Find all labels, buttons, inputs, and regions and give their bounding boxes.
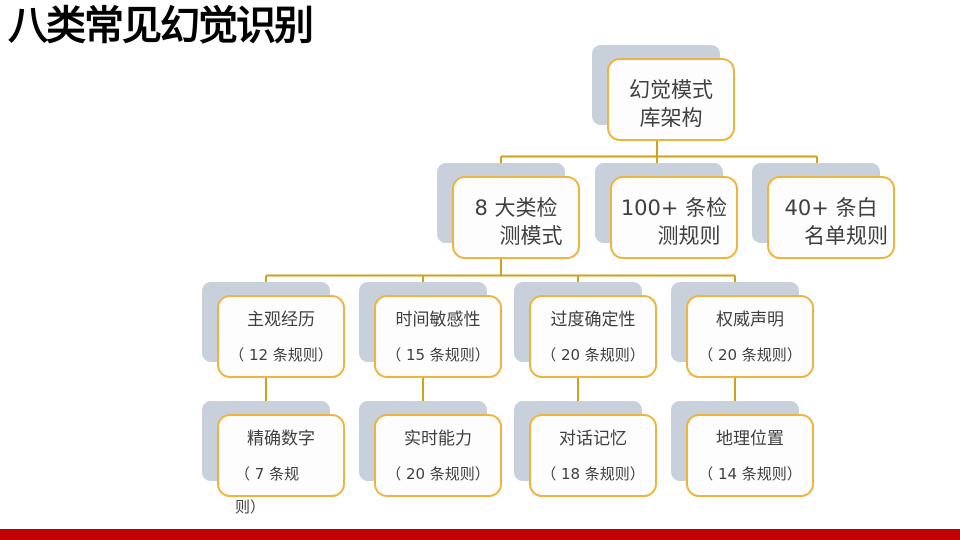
node-card: 幻觉模式 库架构 [607,58,735,141]
node-title: 主观经历 [247,310,315,330]
node-line: 8 大类检 [474,196,558,220]
node-8-category-patterns: 8 大类检 测模式 [437,163,582,261]
node-card: 8 大类检 测模式 [452,176,580,259]
node-overconfidence: 过度确定性 （ 20 条规则） [514,282,659,380]
node-rule-count: （ 20 条规则） [386,465,490,483]
node-line: 100+ 条检 [620,196,728,220]
node-card: 40+ 条白 名单规则 [767,176,895,259]
node-rule-count-overflow: 则） [235,498,266,516]
node-card: 实时能力 （ 20 条规则） [374,414,502,497]
node-title: 权威声明 [716,310,784,330]
node-title: 时间敏感性 [395,310,481,330]
node-card: 对话记忆 （ 18 条规则） [529,414,657,497]
node-card: 权威声明 （ 20 条规则） [686,295,814,378]
node-rule-count: （ 20 条规则） [541,346,645,364]
node-card: 精确数字 （ 7 条规 则） [217,414,345,516]
node-rule-count: （ 15 条规则） [386,346,490,364]
node-card: 主观经历 （ 12 条规则） [217,295,345,378]
node-precise-numbers: 精确数字 （ 7 条规 则） [202,401,347,516]
footer-bar [0,529,960,540]
node-line: 测模式 [499,224,563,248]
node-card: 100+ 条检 测规则 [610,176,738,259]
node-line: 幻觉模式 [629,78,713,102]
node-card: 过度确定性 （ 20 条规则） [529,295,657,378]
node-root: 幻觉模式 库架构 [592,45,737,143]
node-line: 40+ 条白 [784,196,878,220]
node-title: 地理位置 [716,429,784,449]
node-title: 过度确定性 [550,310,636,330]
node-rule-count: （ 14 条规则） [698,465,802,483]
node-realtime-ability: 实时能力 （ 20 条规则） [359,401,504,499]
node-title: 实时能力 [404,429,472,449]
node-line: 名单规则 [804,224,888,248]
node-40-whitelist-rules: 40+ 条白 名单规则 [752,163,897,261]
node-card: 地理位置 （ 14 条规则） [686,414,814,497]
node-line: 测规则 [657,224,721,248]
node-card: 时间敏感性 （ 15 条规则） [374,295,502,378]
node-rule-count: （ 7 条规 [235,465,300,483]
node-title: 精确数字 [247,429,315,449]
node-line: 库架构 [639,106,703,130]
node-rule-count: （ 18 条规则） [541,465,645,483]
node-100-detection-rules: 100+ 条检 测规则 [595,163,740,261]
node-rule-count: （ 12 条规则） [229,346,333,364]
node-rule-count: （ 20 条规则） [698,346,802,364]
node-authority-claims: 权威声明 （ 20 条规则） [671,282,816,380]
slide-title: 八类常见幻觉识别 [8,3,314,49]
node-dialogue-memory: 对话记忆 （ 18 条规则） [514,401,659,499]
node-time-sensitivity: 时间敏感性 （ 15 条规则） [359,282,504,380]
node-title: 对话记忆 [559,429,627,449]
node-subjective-experience: 主观经历 （ 12 条规则） [202,282,347,380]
node-geo-location: 地理位置 （ 14 条规则） [671,401,816,499]
